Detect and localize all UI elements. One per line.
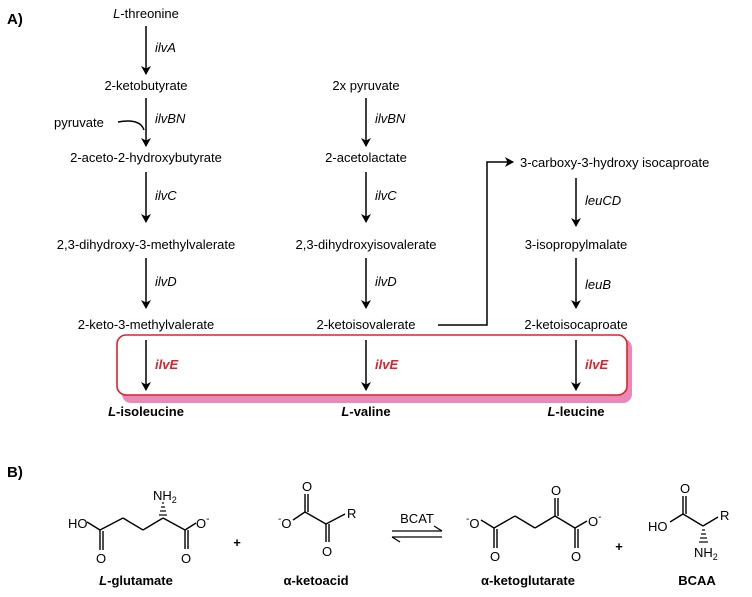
threonine-label: L-threonine: [113, 6, 179, 21]
glutamate-o-left: O: [96, 551, 106, 566]
carboxyhydroxyisocaproate-label: 3-carboxy-3-hydroxy isocaproate: [520, 155, 709, 170]
pyruvate-side-arrow: [117, 120, 145, 131]
plus-sign-1: +: [233, 535, 241, 550]
bcaa-structure: [669, 496, 719, 527]
enzyme-ilve-col2: ilvE: [375, 357, 398, 372]
isoleucine-label: L-isoleucine: [108, 404, 184, 419]
ketoglutarate-o-bottom-left: O: [490, 549, 500, 564]
ketoglutarate-o-top: O: [551, 483, 561, 498]
ketoacid-o-top: O: [302, 479, 312, 494]
ketoacid-name: α-ketoacid: [283, 573, 348, 588]
ketoacid-structure: [292, 494, 346, 542]
ketomethylvalerate-label: 2-keto-3-methylvalerate: [78, 317, 215, 332]
panel-a-label: A): [7, 11, 23, 28]
bcaa-o: O: [680, 481, 690, 496]
bcaa-r: R: [720, 508, 729, 523]
glutamate-name: L-glutamate: [99, 573, 173, 588]
glutamate-ho: HO: [68, 516, 88, 531]
enzyme-ilve-col1: ilvE: [155, 357, 178, 372]
bcaa-name: BCAA: [678, 573, 716, 588]
ketoglutarate-structure: [480, 498, 588, 548]
acetolactate-label: 2-acetolactate: [325, 150, 407, 165]
ketoacid-o-minus: -O: [278, 514, 291, 531]
enzyme-ilvd-col2: ilvD: [375, 274, 397, 289]
glutamate-o-minus: O-: [196, 514, 209, 531]
ketoacid-r: R: [347, 506, 356, 521]
ketoglutarate-o-minus-right: O-: [588, 512, 601, 529]
arrow-ketoisovalerate-to-carboxyhydroxyisocaproate: [438, 157, 514, 326]
leucine-label: L-leucine: [547, 404, 604, 419]
ketobutyrate-label: 2-ketobutyrate: [104, 78, 187, 93]
bcaa-nh2: NH2: [694, 545, 718, 562]
glutamate-o-right: O: [181, 551, 191, 566]
glutamate-nh2: NH2: [153, 488, 177, 505]
bcaa-nh2-hash-bond: [699, 529, 708, 543]
equilibrium-arrows: [391, 525, 443, 543]
glutamate-nh2-hash-bond: [159, 502, 167, 516]
bcaa-ho: HO: [648, 519, 668, 534]
enzyme-ilvd-col1: ilvD: [155, 274, 177, 289]
ketoisocaproate-label: 2-ketoisocaproate: [524, 317, 627, 332]
plus-sign-2: +: [615, 539, 623, 554]
highlight-box: [116, 334, 628, 396]
enzyme-ilvbn-col2: ilvBN: [375, 111, 406, 126]
enzyme-leub: leuB: [585, 277, 611, 292]
valine-label: L-valine: [341, 404, 390, 419]
ketoisovalerate-label: 2-ketoisovalerate: [317, 317, 416, 332]
enzyme-ilvbn-col1: ilvBN: [155, 111, 186, 126]
panel-b-label: B): [7, 464, 23, 481]
glutamate-structure: [86, 517, 197, 550]
enzyme-ilvc-col1: ilvC: [155, 188, 177, 203]
ketoglutarate-o-bottom-right: O: [571, 549, 581, 564]
enzyme-leucd: leuCD: [585, 193, 621, 208]
pyruvate-2x-label: 2x pyruvate: [332, 78, 399, 93]
dihydroxymethylvalerate-label: 2,3-dihydroxy-3-methylvalerate: [57, 237, 235, 252]
enzyme-ilvc-col2: ilvC: [375, 188, 397, 203]
acetohydroxybutyrate-label: 2-aceto-2-hydroxybutyrate: [70, 150, 222, 165]
bcat-enzyme-label: BCAT: [400, 511, 434, 526]
dihydroxyisovalerate-label: 2,3-dihydroxyisovalerate: [296, 237, 437, 252]
ketoacid-o-bottom: O: [322, 544, 332, 559]
enzyme-ilve-col3: ilvE: [585, 357, 608, 372]
enzyme-ilva: ilvA: [155, 40, 176, 55]
pyruvate-side-label: pyruvate: [54, 115, 104, 130]
ketoglutarate-name: α-ketoglutarate: [481, 573, 575, 588]
ketoglutarate-o-minus-left: -O: [466, 514, 479, 531]
isopropylmalate-label: 3-isopropylmalate: [525, 237, 628, 252]
